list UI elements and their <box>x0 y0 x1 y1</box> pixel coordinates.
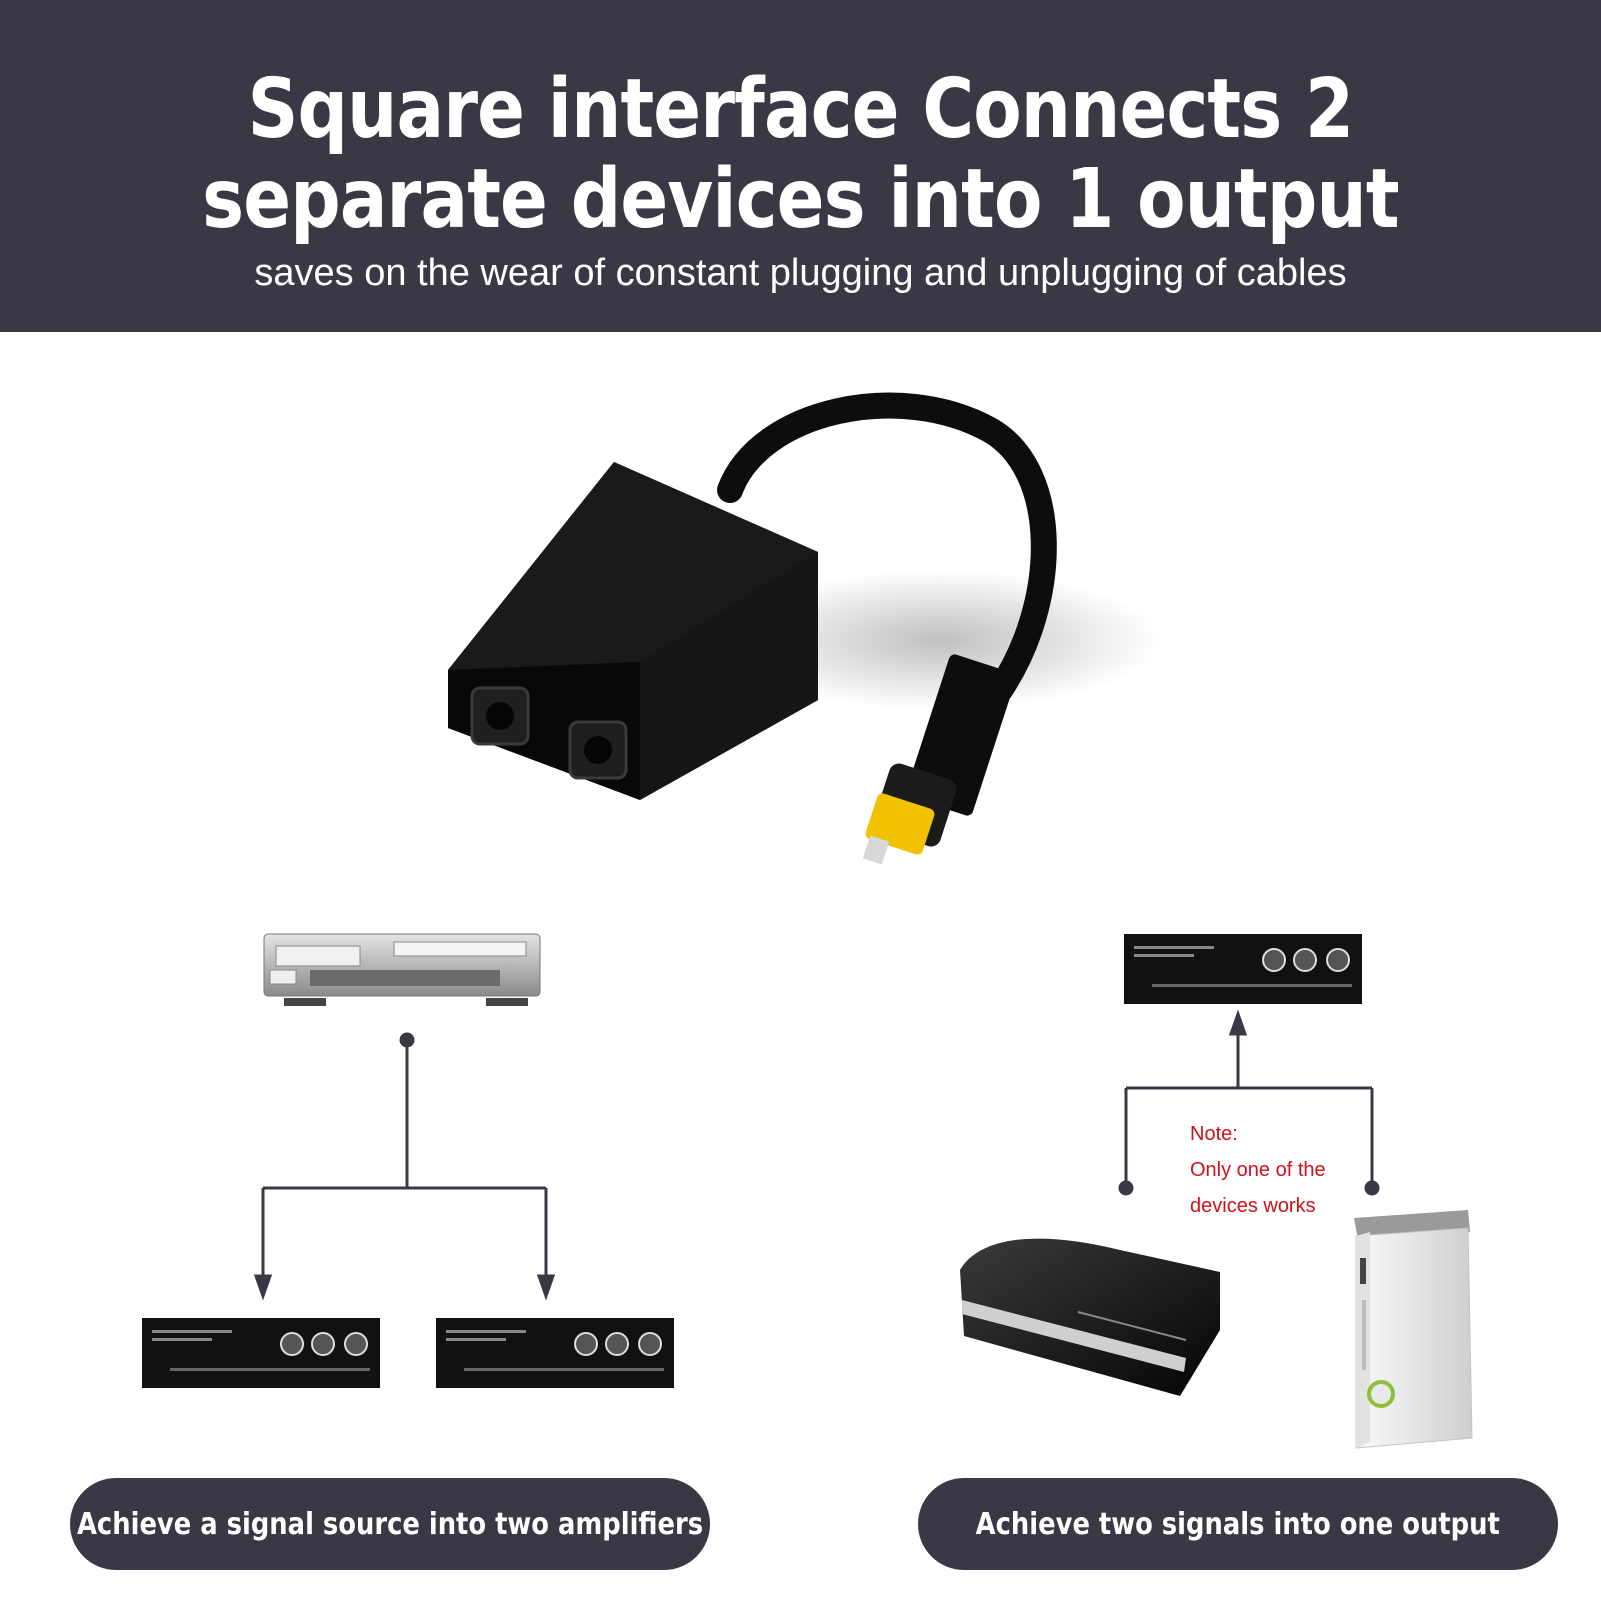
caption-left-pill: Achieve a signal source into two amplifi… <box>70 1478 710 1570</box>
header-banner <box>0 0 1601 332</box>
caption-left-text: Achieve a signal source into two amplifi… <box>76 1506 704 1542</box>
headline-line-2: separate devices into 1 output <box>202 152 1399 247</box>
game-console-ps3-icon <box>960 1238 1220 1396</box>
splitter-device-icon <box>448 392 1160 865</box>
left-connection-lines <box>253 1032 556 1301</box>
amplifier-icon <box>436 1318 674 1388</box>
note-line-1: Note: <box>1190 1123 1238 1145</box>
headline-line-1: Square interface Connects 2 <box>247 62 1355 157</box>
game-console-xbox360-icon <box>1354 1210 1473 1449</box>
amplifier-icon <box>142 1318 380 1388</box>
caption-right-text: Achieve two signals into one output <box>975 1506 1501 1542</box>
headline-subtitle: saves on the wear of constant plugging a… <box>254 252 1347 294</box>
note-line-2: Only one of the <box>1190 1159 1326 1181</box>
amplifier-icon <box>1124 934 1362 1004</box>
right-connection-lines <box>1118 1009 1380 1196</box>
dvd-player-icon <box>263 933 541 1006</box>
caption-right-pill: Achieve two signals into one output <box>918 1478 1558 1570</box>
note-line-3: devices works <box>1190 1195 1316 1217</box>
note-text: Note: Only one of the devices works <box>1190 1116 1326 1224</box>
